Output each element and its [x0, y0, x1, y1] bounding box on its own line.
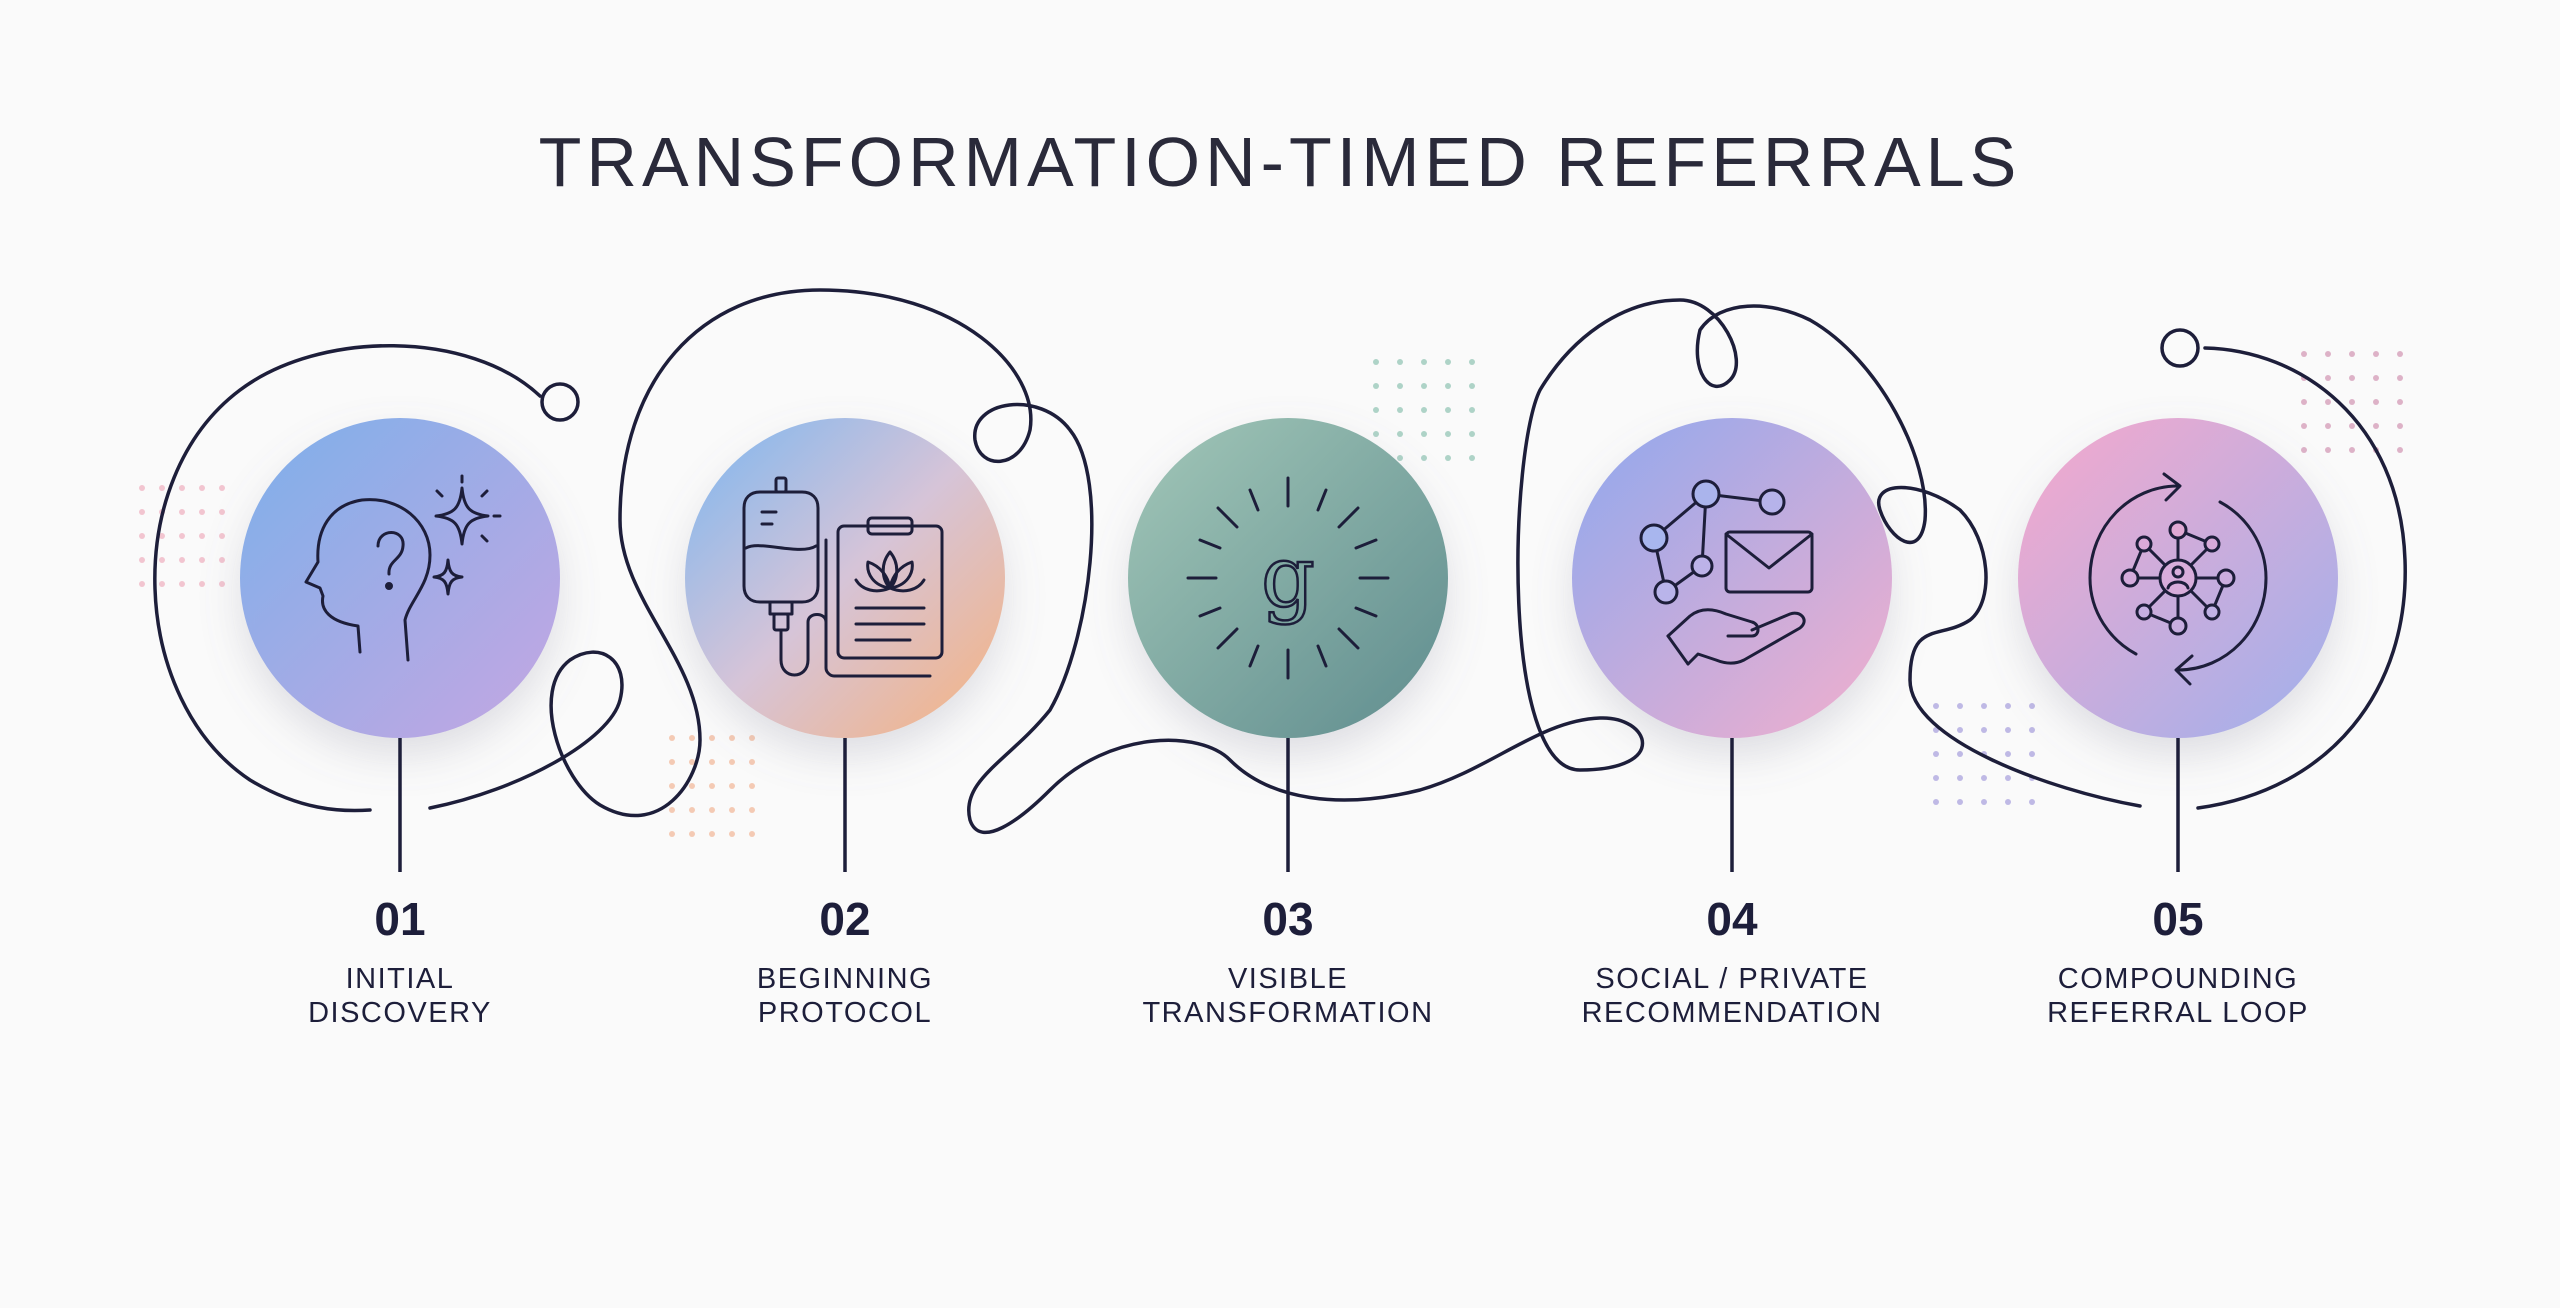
flow-line — [153, 288, 2407, 834]
step-label-3-line2: TRANSFORMATION — [1142, 997, 1434, 1029]
step-circle-3 — [1128, 418, 1448, 738]
step-label-3: VISIBLE TRANSFORMATION — [1038, 962, 1538, 1030]
step-number-2: 02 — [819, 893, 871, 945]
step-label-4-line2: RECOMMENDATION — [1581, 997, 1883, 1029]
network-envelope-hand-icon — [1639, 479, 1814, 666]
page-title: TRANSFORMATION-TIMED REFERRALS — [538, 123, 2022, 201]
svg-text:g: g — [1261, 528, 1315, 626]
step-number-4: 04 — [1706, 893, 1758, 945]
step-circle-2 — [685, 418, 1005, 738]
step-label-2-line2: PROTOCOL — [757, 997, 933, 1029]
step-circle-4 — [1572, 418, 1892, 738]
step-label-3-line1: VISIBLE — [1227, 963, 1349, 995]
network-cycle-arrows-icon — [2088, 472, 2268, 686]
step-label-1-line1: INITIAL — [345, 963, 455, 995]
step-number-5: 05 — [2152, 893, 2204, 945]
step-label-5-line1: COMPOUNDING — [2057, 963, 2299, 995]
iv-bag-clipboard-lotus-icon — [742, 476, 944, 678]
head-question-sparkle-icon — [304, 474, 502, 662]
step-label-1-line2: DISCOVERY — [308, 997, 492, 1029]
step-label-5-line2: REFERRAL LOOP — [2047, 997, 2309, 1029]
step-label-2: BEGINNING PROTOCOL — [595, 962, 1095, 1030]
step-number-3: 03 — [1262, 893, 1314, 945]
step-label-4-line1: SOCIAL / PRIVATE — [1595, 963, 1869, 995]
step-label-4: SOCIAL / PRIVATE RECOMMENDATION — [1482, 962, 1982, 1030]
step-label-5: COMPOUNDING REFERRAL LOOP — [1928, 962, 2428, 1030]
step-circle-1 — [240, 418, 560, 738]
step-number-1: 01 — [374, 893, 426, 945]
step-label-1: INITIAL DISCOVERY — [150, 962, 650, 1030]
dot-grid-decorations — [139, 351, 2403, 837]
loop-rings — [540, 328, 2200, 422]
step-label-2-line1: BEGINNING — [756, 963, 934, 995]
radiant-g-logo-icon: g — [1186, 476, 1390, 680]
step-stems — [398, 738, 2180, 872]
